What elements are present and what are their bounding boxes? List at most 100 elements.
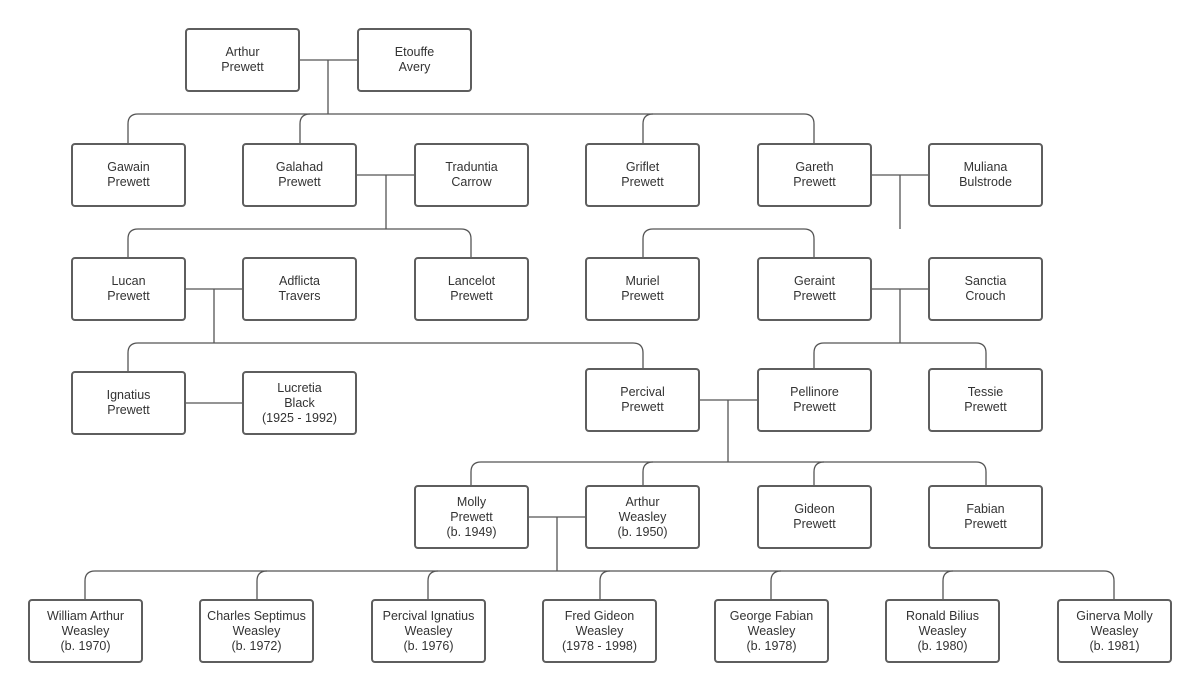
person-name-line: Weasley — [918, 623, 967, 638]
person-lucan-prewett[interactable]: Lucan Prewett — [71, 257, 186, 321]
person-ignatius-prewett[interactable]: Ignatius Prewett — [71, 371, 186, 435]
person-name-line: Prewett — [450, 509, 493, 524]
person-name-line: George Fabian — [729, 608, 814, 623]
person-name-line: Traduntia — [445, 160, 498, 174]
person-lucretia-black[interactable]: Lucretia Black (1925 - 1992) — [242, 371, 357, 435]
person-dates: (b. 1981) — [1089, 638, 1140, 653]
person-name-line: Arthur — [625, 494, 660, 509]
person-dates: (1978 - 1998) — [561, 638, 638, 653]
person-name-line: Prewett — [621, 175, 664, 189]
person-pellinore-prewett[interactable]: Pellinore Prewett — [757, 368, 872, 432]
person-name-line: Crouch — [965, 289, 1006, 303]
branch-percival-weasley — [427, 570, 439, 599]
person-william-weasley[interactable]: William Arthur Weasley (b. 1970) — [28, 599, 143, 663]
person-name-line: Gareth — [795, 160, 834, 174]
person-name-line: Prewett — [107, 175, 150, 189]
person-muliana-bulstrode[interactable]: Muliana Bulstrode — [928, 143, 1043, 207]
person-name-line: Percival — [620, 385, 665, 399]
person-name-line: Prewett — [221, 60, 264, 74]
sibling-bar-gareth — [642, 228, 815, 257]
person-fred-weasley[interactable]: Fred Gideon Weasley (1978 - 1998) — [542, 599, 657, 663]
person-george-weasley[interactable]: George Fabian Weasley (b. 1978) — [714, 599, 829, 663]
sibling-bar-galahad — [127, 228, 472, 257]
person-name-line: Prewett — [621, 289, 664, 303]
person-dates: (b. 1970) — [60, 638, 111, 653]
person-name-line: Prewett — [450, 289, 493, 303]
person-geraint-prewett[interactable]: Geraint Prewett — [757, 257, 872, 321]
person-name-line: Prewett — [964, 517, 1007, 531]
person-name-line: Muliana — [963, 160, 1008, 174]
person-dates: (b. 1976) — [403, 638, 454, 653]
person-name-line: Etouffe — [394, 45, 435, 59]
person-etouffe-avery[interactable]: Etouffe Avery — [357, 28, 472, 92]
person-ronald-weasley[interactable]: Ronald Bilius Weasley (b. 1980) — [885, 599, 1000, 663]
person-name-line: Weasley — [232, 623, 281, 638]
person-name-line: Geraint — [794, 274, 835, 288]
person-name-line: Weasley — [747, 623, 796, 638]
person-dates: (b. 1949) — [446, 524, 497, 539]
person-name-line: Travers — [278, 289, 321, 303]
person-name-line: Prewett — [793, 289, 836, 303]
person-muriel-prewett[interactable]: Muriel Prewett — [585, 257, 700, 321]
person-name-line: Prewett — [107, 289, 150, 303]
person-name-line: Avery — [398, 60, 431, 74]
person-fabian-prewett[interactable]: Fabian Prewett — [928, 485, 1043, 549]
person-gideon-prewett[interactable]: Gideon Prewett — [757, 485, 872, 549]
person-name-line: Prewett — [964, 400, 1007, 414]
person-arthur-weasley[interactable]: Arthur Weasley (b. 1950) — [585, 485, 700, 549]
person-name-line: Prewett — [793, 175, 836, 189]
person-name-line: Prewett — [278, 175, 321, 189]
person-name-line: Lucretia — [277, 380, 322, 395]
person-name-line: Weasley — [404, 623, 453, 638]
person-name-line: Percival Ignatius — [382, 608, 475, 623]
person-adflicta-travers[interactable]: Adflicta Travers — [242, 257, 357, 321]
person-name-line: Gawain — [107, 160, 150, 174]
person-galahad-prewett[interactable]: Galahad Prewett — [242, 143, 357, 207]
sibling-bar-geraint — [813, 342, 987, 368]
person-name-line: Molly — [456, 494, 487, 509]
person-name-line: Pellinore — [790, 385, 839, 399]
person-ginerva-weasley[interactable]: Ginerva Molly Weasley (b. 1981) — [1057, 599, 1172, 663]
person-molly-prewett[interactable]: Molly Prewett (b. 1949) — [414, 485, 529, 549]
person-dates: (1925 - 1992) — [261, 410, 338, 425]
branch-gideon — [813, 461, 825, 485]
branch-griflet — [642, 113, 654, 143]
person-percival-weasley[interactable]: Percival Ignatius Weasley (b. 1976) — [371, 599, 486, 663]
person-griflet-prewett[interactable]: Griflet Prewett — [585, 143, 700, 207]
person-name-line: Bulstrode — [959, 175, 1012, 189]
person-name-line: Weasley — [575, 623, 624, 638]
branch-ronald — [942, 570, 954, 599]
person-charles-weasley[interactable]: Charles Septimus Weasley (b. 1972) — [199, 599, 314, 663]
branch-arthur-weasley — [642, 461, 654, 485]
person-name-line: Fabian — [966, 502, 1005, 516]
person-name-line: Ginerva Molly — [1076, 608, 1153, 623]
person-name-line: Gideon — [794, 502, 835, 516]
person-traduntia-carrow[interactable]: Traduntia Carrow — [414, 143, 529, 207]
person-name-line: Prewett — [107, 403, 150, 417]
person-name-line: Charles Septimus — [207, 608, 306, 623]
branch-charles — [256, 570, 268, 599]
person-name-line: Prewett — [793, 400, 836, 414]
person-name-line: Ignatius — [106, 388, 151, 402]
person-name-line: Carrow — [451, 175, 492, 189]
person-sanctia-crouch[interactable]: Sanctia Crouch — [928, 257, 1043, 321]
person-gawain-prewett[interactable]: Gawain Prewett — [71, 143, 186, 207]
person-arthur-prewett[interactable]: Arthur Prewett — [185, 28, 300, 92]
person-name-line: Tessie — [967, 385, 1004, 399]
person-lancelot-prewett[interactable]: Lancelot Prewett — [414, 257, 529, 321]
sibling-bar-weasley — [84, 570, 1115, 599]
person-name-line: Fred Gideon — [564, 608, 635, 623]
sibling-bar-gen5 — [470, 461, 987, 485]
sibling-bar-gen2 — [127, 113, 815, 143]
person-dates: (b. 1950) — [617, 524, 668, 539]
person-percival-prewett[interactable]: Percival Prewett — [585, 368, 700, 432]
person-dates: (b. 1980) — [917, 638, 968, 653]
branch-fred — [599, 570, 611, 599]
person-tessie-prewett[interactable]: Tessie Prewett — [928, 368, 1043, 432]
person-name-line: Weasley — [1090, 623, 1139, 638]
sibling-bar-lucan — [127, 342, 644, 371]
person-gareth-prewett[interactable]: Gareth Prewett — [757, 143, 872, 207]
branch-galahad — [299, 113, 311, 143]
person-dates: (b. 1978) — [746, 638, 797, 653]
